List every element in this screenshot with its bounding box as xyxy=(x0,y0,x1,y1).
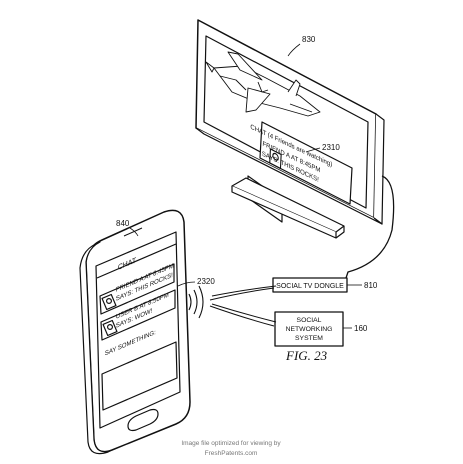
figure-label: FIG. 23 xyxy=(285,348,328,363)
jet-illustration xyxy=(205,51,321,117)
ref-2320: 2320 xyxy=(197,277,215,286)
sns-label-line-1: SOCIAL xyxy=(297,317,322,324)
smartphone xyxy=(79,209,191,455)
television xyxy=(195,19,385,239)
sns-label-line-3: SYSTEM xyxy=(295,335,323,342)
ref-840: 840 xyxy=(116,219,130,228)
phone-message-2 xyxy=(100,289,176,341)
phone-message-1 xyxy=(99,263,175,315)
wireless-link-sns xyxy=(211,303,277,323)
ref-160: 160 xyxy=(354,324,368,333)
tv-chat-box xyxy=(259,121,353,205)
ref-830: 830 xyxy=(302,35,316,44)
phone-chat-header-divider xyxy=(96,243,177,279)
sns-label-line-2: NETWORKING xyxy=(286,326,333,333)
social-networking-system xyxy=(274,311,344,347)
tv-cable xyxy=(345,175,395,279)
phone-msg2-avatar xyxy=(102,319,118,337)
phone-input-box xyxy=(101,341,178,411)
ref-810: 810 xyxy=(364,281,378,290)
phone-msg1-avatar xyxy=(101,293,117,311)
tv-chat-avatar xyxy=(269,148,282,170)
dongle-label: SOCIAL TV DONGLE xyxy=(276,283,344,290)
phone-home-button[interactable] xyxy=(127,408,159,432)
footer-line-1: Image file optimized for viewing by xyxy=(181,440,281,447)
wireless-link-dongle xyxy=(211,285,277,297)
ref-2310: 2310 xyxy=(322,143,340,152)
wireless-signal-icon xyxy=(188,285,204,319)
footer-line-2: FreshPatents.com xyxy=(205,450,258,457)
